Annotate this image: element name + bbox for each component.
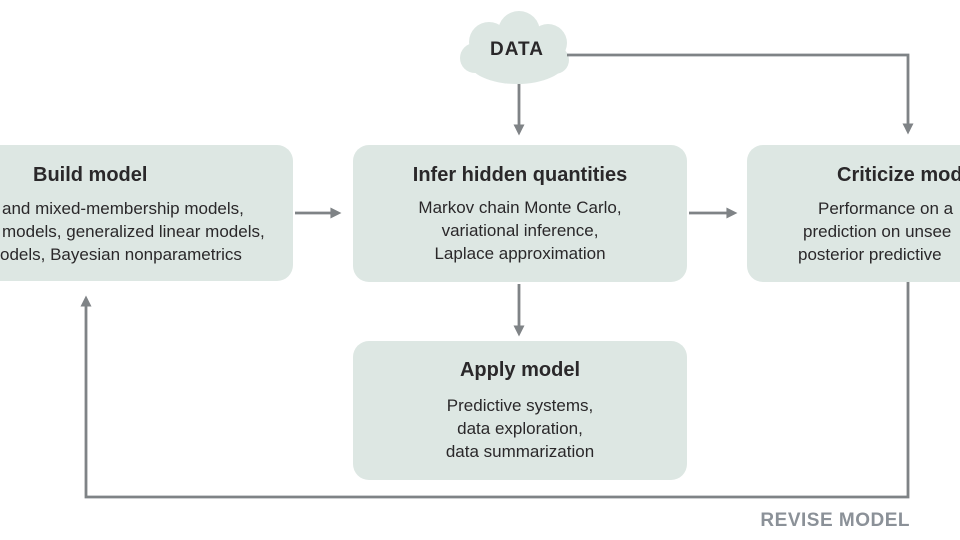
criticize-model-line-1: Performance on a [818,199,954,218]
build-model-box [0,145,293,281]
apply-model-title: Apply model [459,359,580,381]
arrow-data-to-criticize [567,53,914,135]
build-model-line-1: and mixed-membership models, [2,199,244,218]
infer-hidden-quantities-box [353,145,687,282]
criticize-model-title: Criticize mod [837,164,960,186]
infer-line-2: variational inference, [441,221,599,240]
apply-line-3: data summarization [445,442,595,461]
data-cloud-label: DATA [490,39,544,60]
criticize-model-line-3: posterior predictive [798,245,942,264]
build-model-line-3: odels, Bayesian nonparametrics [0,245,242,264]
revise-model-label: REVISE MODEL [760,510,910,531]
build-model-title: Build model [33,164,148,186]
infer-hidden-quantities-title: Infer hidden quantities [412,164,628,186]
apply-model-body: Predictive systems, data exploration, da… [353,394,687,463]
build-model-line-2: models, generalized linear models, [2,222,265,241]
infer-line-3: Laplace approximation [434,244,606,263]
apply-line-2: data exploration, [457,419,583,438]
criticize-model-box [747,145,960,282]
infer-line-1: Markov chain Monte Carlo, [418,198,622,217]
criticize-model-line-2: prediction on unsee [803,222,952,241]
apply-line-1: Predictive systems, [446,396,594,415]
apply-model-box [353,341,687,480]
infer-hidden-quantities-body: Markov chain Monte Carlo, variational in… [353,196,687,265]
